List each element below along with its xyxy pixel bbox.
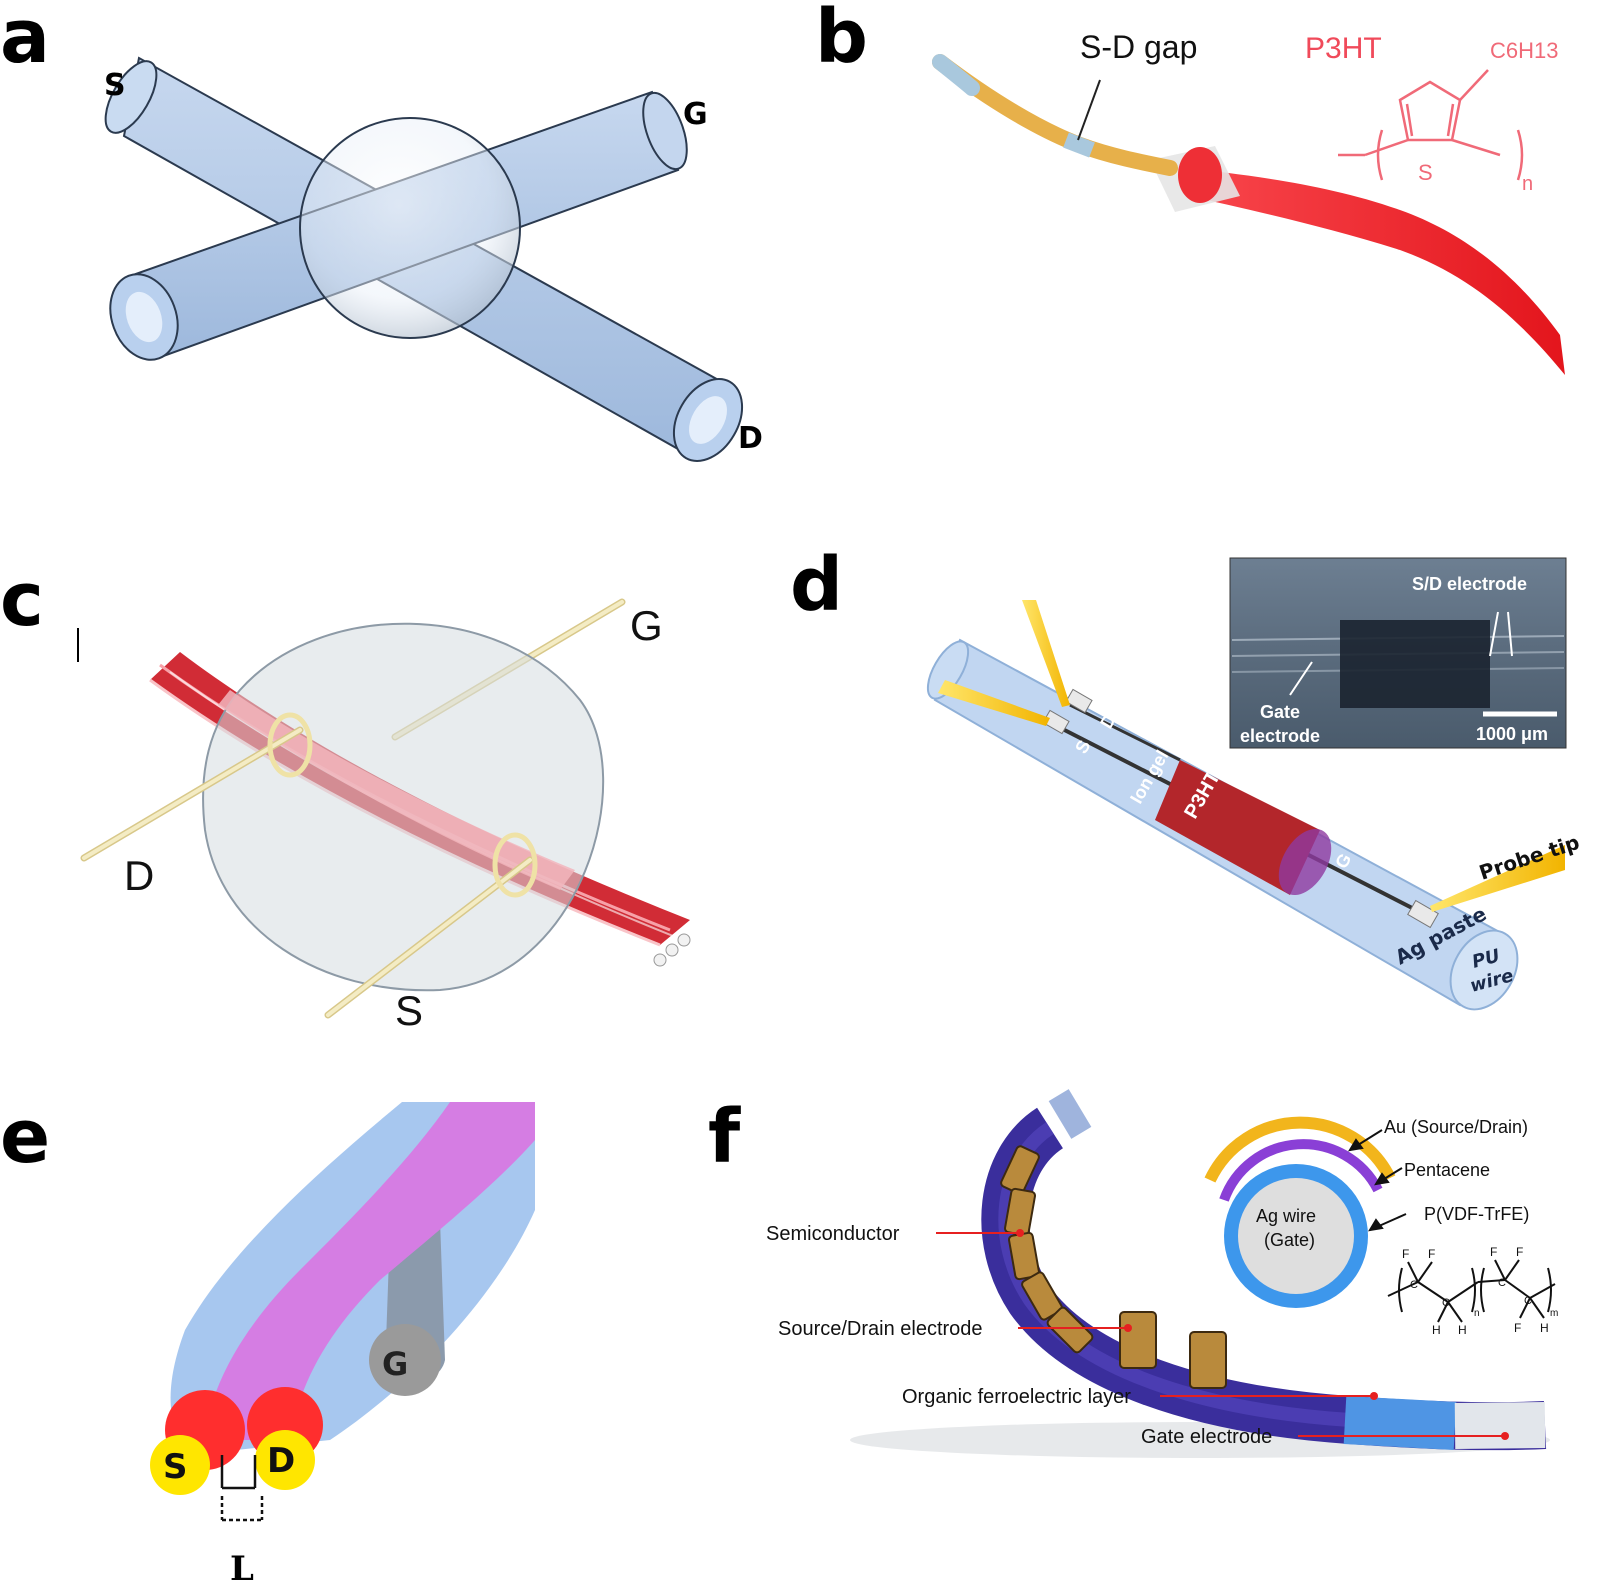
label-source-c: S bbox=[395, 987, 423, 1034]
label-c6h13: C6H13 bbox=[1490, 38, 1558, 63]
atom-h-2: H bbox=[1458, 1323, 1467, 1337]
label-sulfur: S bbox=[1418, 160, 1433, 185]
label-pentacene: Pentacene bbox=[1404, 1160, 1490, 1180]
sd-line-d bbox=[1069, 703, 1181, 762]
ag-paste-pad-1 bbox=[1042, 709, 1070, 735]
label-ag-wire: Ag wire bbox=[1256, 1206, 1316, 1226]
leader-lines bbox=[936, 1232, 1505, 1437]
drain-wrap bbox=[267, 712, 313, 778]
label-p3ht: P3HT bbox=[1305, 32, 1382, 65]
label-gate-electrode-2: electrode bbox=[1240, 726, 1320, 746]
channel-length-bracket bbox=[220, 1455, 264, 1522]
p3ht-droplet bbox=[1178, 147, 1222, 203]
label-sd-electrode: S/D electrode bbox=[1412, 574, 1527, 594]
label-repeat-n: n bbox=[1522, 173, 1533, 195]
p3ht-sleeve bbox=[1155, 760, 1332, 896]
label-sd-gap: S-D gap bbox=[1080, 29, 1197, 65]
sd-gap-segment bbox=[1063, 132, 1095, 158]
panel-letter-a: a bbox=[0, 0, 50, 80]
label-channel-length: L bbox=[230, 1549, 254, 1585]
gate-tip-e bbox=[369, 1324, 441, 1396]
p3ht-structure bbox=[1338, 69, 1524, 181]
electrolyte-droplet bbox=[299, 117, 521, 339]
probe-tip-1 bbox=[1022, 600, 1070, 707]
atom-f-3: F bbox=[1490, 1245, 1497, 1259]
source-contact bbox=[150, 1435, 210, 1495]
panel-letter-d: d bbox=[790, 542, 843, 628]
label-drain-a: D bbox=[738, 421, 763, 456]
gap-pointer bbox=[1077, 79, 1101, 141]
label-gate-a: G bbox=[683, 97, 708, 132]
label-ferroelectric-layer: Organic ferroelectric layer bbox=[902, 1386, 1131, 1408]
label-source-drain-electrode: Source/Drain electrode bbox=[778, 1318, 983, 1340]
subscript-n-f: n bbox=[1474, 1308, 1480, 1319]
atom-h-3: H bbox=[1540, 1321, 1549, 1335]
panel-letter-e: e bbox=[0, 1094, 50, 1180]
atom-h-1: H bbox=[1432, 1323, 1441, 1337]
label-au: Au (Source/Drain) bbox=[1384, 1117, 1528, 1137]
pvdf-structure bbox=[1387, 1259, 1556, 1323]
label-gate-electrode-1: Gate bbox=[1260, 702, 1300, 722]
label-gate-c: G bbox=[630, 602, 663, 649]
probe-tip-3 bbox=[1430, 845, 1565, 912]
panel-c: c G D S bbox=[0, 557, 691, 1034]
panel-letter-c: c bbox=[0, 557, 44, 643]
atom-f-1: F bbox=[1402, 1247, 1409, 1261]
atom-f-4: F bbox=[1516, 1245, 1523, 1259]
atom-c-2: C bbox=[1442, 1297, 1450, 1309]
source-drain-electrodes bbox=[1000, 1145, 1227, 1389]
label-source-a: S bbox=[104, 68, 126, 103]
ag-paste-pad-3 bbox=[1407, 899, 1439, 929]
label-source-e: S bbox=[163, 1447, 188, 1487]
panel-letter-f: f bbox=[708, 1094, 741, 1180]
atom-f-2: F bbox=[1428, 1247, 1435, 1261]
atom-c-4: C bbox=[1524, 1295, 1532, 1307]
panel-letter-b: b bbox=[815, 0, 868, 80]
label-gate-electrode-f: Gate electrode bbox=[1141, 1426, 1272, 1448]
subscript-m-f: m bbox=[1550, 1308, 1558, 1319]
label-drain-e: D bbox=[267, 1441, 295, 1481]
panel-e: e G S D L bbox=[0, 1094, 535, 1585]
semiconductor-core bbox=[205, 1102, 535, 1440]
ag-paste-pad-2 bbox=[1065, 688, 1093, 714]
drain-contact bbox=[255, 1430, 315, 1490]
label-scale-bar: 1000 μm bbox=[1476, 724, 1548, 744]
panel-d: d S D Ion gel P3HT G Ag paste Probe tip bbox=[790, 542, 1582, 1011]
cross-section bbox=[1204, 1116, 1396, 1308]
probe-tip-2 bbox=[938, 680, 1050, 726]
label-ag-gate: (Gate) bbox=[1264, 1230, 1315, 1250]
atom-f-5: F bbox=[1514, 1321, 1521, 1335]
p3ht-strand bbox=[1185, 168, 1565, 375]
panel-b: b S-D gap P3HT S C6H13 n bbox=[815, 0, 1565, 375]
label-drain-c: D bbox=[124, 852, 154, 899]
source-wrap bbox=[492, 832, 538, 898]
label-gate-e: G bbox=[382, 1345, 408, 1383]
panel-a: a S G D bbox=[0, 0, 763, 462]
fiber-b bbox=[932, 54, 1178, 176]
micrograph-inset bbox=[1229, 557, 1567, 749]
panel-f: f bbox=[708, 1089, 1558, 1458]
atom-c-1: C bbox=[1410, 1279, 1418, 1291]
atom-c-3: C bbox=[1498, 1277, 1506, 1289]
label-semiconductor: Semiconductor bbox=[766, 1223, 900, 1245]
label-pvdf-trfe: P(VDF-TrFE) bbox=[1424, 1204, 1529, 1224]
